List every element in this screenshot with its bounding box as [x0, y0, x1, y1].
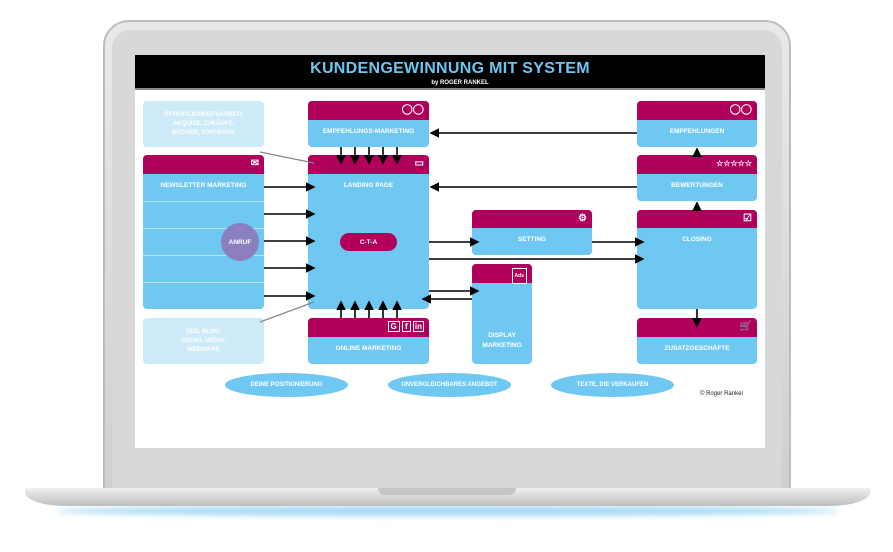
closing-box: ☑ CLOSING	[637, 210, 757, 309]
setting-box: ⚙ SETTING	[472, 210, 592, 255]
gear-icon: ⚙	[578, 213, 587, 224]
ads-icon: Ads	[511, 268, 527, 284]
box-label: EMPFEHLUNGEN	[669, 128, 725, 135]
box-label: ZUSATZGESCHÄFTE	[664, 345, 730, 352]
divider	[143, 228, 264, 229]
ellipse-texte: TEXTE, DIE VERKAUFEN	[551, 373, 674, 397]
note-line: SOCIAL MEDIA,	[180, 337, 227, 344]
empfehlungs-marketing-box: ◯◯ EMPFEHLUNGS-MARKETING	[308, 101, 429, 147]
pr-note: ÖFFENTLICHKEITSARBEIT, AKQUISE, ZUKÄUFE, B…	[143, 101, 264, 147]
copyright: © Roger Rankel	[700, 391, 743, 397]
divider	[143, 282, 264, 283]
note-line: BÜCHER, VORTRÄGE	[171, 129, 235, 136]
stars-icon: ☆☆☆☆☆	[716, 159, 752, 168]
cart-icon: 🛒	[739, 321, 752, 332]
empfehlungen-box: ◯◯ EMPFEHLUNGEN	[637, 101, 757, 147]
note-line: SEO, BLOG,	[185, 328, 221, 335]
display-marketing-box: Ads DISPLAY MARKETING	[472, 264, 532, 364]
box-label: MARKETING	[482, 341, 522, 349]
seo-note: SEO, BLOG, SOCIAL MEDIA, WEBINARE	[143, 318, 264, 364]
laptop-shadow	[55, 506, 840, 516]
speech-bubbles-icon: ◯◯	[729, 104, 752, 115]
box-label: SETTING	[517, 236, 547, 243]
box-label: LANDING PAGE	[343, 182, 394, 189]
envelope-icon: ✉	[250, 158, 259, 169]
slide-header	[135, 55, 765, 90]
divider	[143, 201, 264, 202]
slide-title: KUNDENGEWINNUNG MIT SYSTEM	[310, 60, 590, 77]
facebook-icon: f	[401, 321, 411, 332]
note-line: WEBINARE	[187, 346, 220, 353]
box-label: CLOSING	[682, 236, 712, 243]
laptop-notch	[378, 488, 516, 495]
checkbox-icon: ☑	[743, 213, 752, 224]
cta-pill: C-T-A	[340, 233, 397, 251]
box-label: BEWERTUNGEN	[671, 182, 723, 189]
laptop-base	[25, 488, 870, 506]
slide-subtitle: by ROGER RANKEL	[431, 80, 489, 86]
ellipse-angebot: UNVERGLEICHBARES ANGEBOT	[388, 373, 511, 397]
note-line: AKQUISE, ZUKÄUFE,	[172, 120, 234, 127]
anruf-circle: ANRUF	[221, 223, 259, 261]
ellipse-positionierung: DEINE POSITIONIERUNG	[225, 373, 348, 397]
google-icon: G	[387, 321, 400, 332]
online-marketing-box: G f in ONLINE MARKETING	[308, 318, 429, 364]
connector-line	[259, 151, 315, 164]
box-label: EMPFEHLUNGS-MARKETING	[322, 128, 415, 135]
social-icons: G f in	[387, 321, 424, 333]
linkedin-icon: in	[412, 321, 424, 332]
connector-line	[259, 301, 315, 323]
box-label: DISPLAY	[488, 332, 516, 339]
speech-bubbles-icon: ◯◯	[401, 104, 424, 115]
note-line: ÖFFENTLICHKEITSARBEIT,	[164, 111, 243, 118]
laptop-icon: ▭	[414, 158, 424, 169]
bewertungen-box: ☆☆☆☆☆ BEWERTUNGEN	[637, 155, 757, 201]
box-label: ONLINE MARKETING	[335, 345, 402, 352]
divider	[143, 255, 264, 256]
newsletter-label: NEWSLETTER MARKETING	[160, 182, 247, 189]
